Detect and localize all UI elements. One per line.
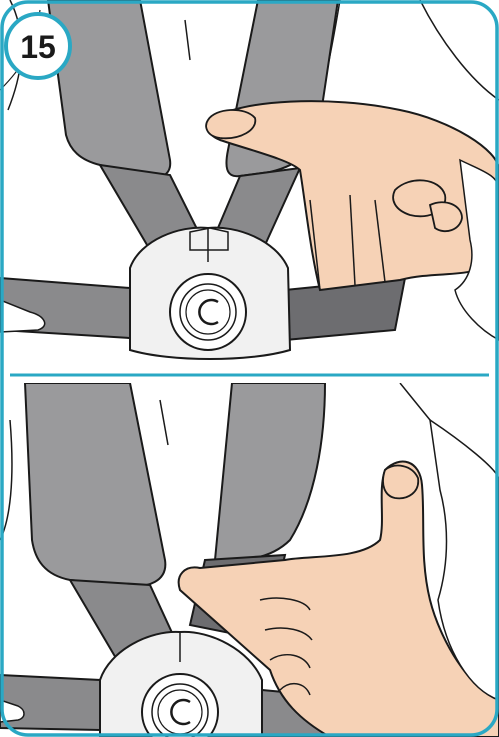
bottom-panel (0, 383, 499, 737)
left-waist-strap-lower (0, 675, 100, 730)
step-number: 15 (20, 29, 56, 65)
top-panel (0, 0, 499, 368)
step-badge: 15 (6, 14, 70, 78)
harness-buckle (130, 228, 290, 359)
